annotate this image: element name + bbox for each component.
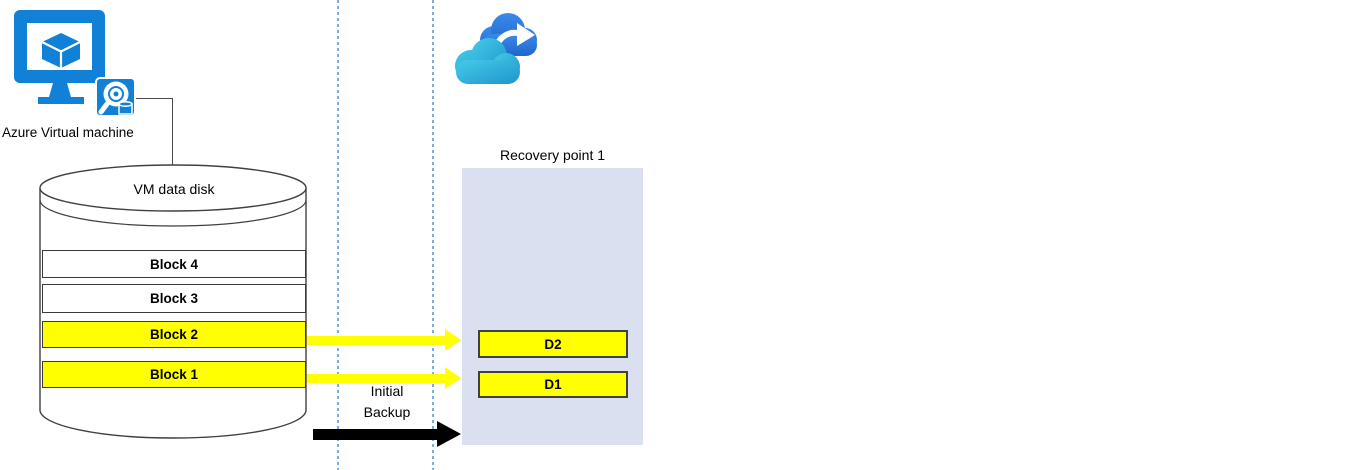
initial-backup-arrow: [313, 429, 437, 440]
disk-block-4: Block 4: [42, 250, 306, 278]
disk-block-2-changed: Block 2: [42, 321, 306, 348]
block2-backup-arrow: [307, 336, 445, 345]
initial-backup-arrow-head: [437, 421, 461, 447]
guide-line-right: [432, 0, 434, 470]
connector-line-horizontal: [135, 98, 173, 100]
block1-backup-arrow: [307, 374, 445, 383]
recovery-point-panel: [462, 168, 643, 445]
disk-block-1-changed: Block 1: [42, 361, 306, 388]
vm-label: Azure Virtual machine: [2, 125, 134, 140]
guide-line-left: [337, 0, 339, 470]
cylinder-rim-line: [39, 199, 307, 227]
mini-cylinder-icon: [118, 101, 133, 115]
front-cloud: [455, 38, 520, 84]
monitor-stand: [49, 83, 71, 97]
disk-inspect-icon: [95, 77, 136, 117]
disk-block-3: Block 3: [42, 284, 306, 313]
monitor-base: [38, 97, 84, 104]
cube-icon: [41, 33, 81, 68]
block1-backup-arrow-head: [445, 367, 461, 389]
initial-backup-label-line1: Initial: [370, 383, 404, 399]
initial-backup-label: Initial Backup: [341, 381, 433, 423]
disk-title: VM data disk: [133, 181, 215, 197]
recovery-block-d2: D2: [478, 330, 628, 358]
azure-vm-icon: [14, 10, 136, 117]
block2-backup-arrow-head: [445, 329, 461, 351]
recovery-point-title: Recovery point 1: [499, 147, 606, 163]
initial-backup-label-line2: Backup: [363, 404, 411, 420]
recovery-block-d1: D1: [478, 371, 628, 398]
connector-line-vertical: [172, 98, 174, 165]
azure-backup-cloud-icon: [455, 13, 537, 84]
